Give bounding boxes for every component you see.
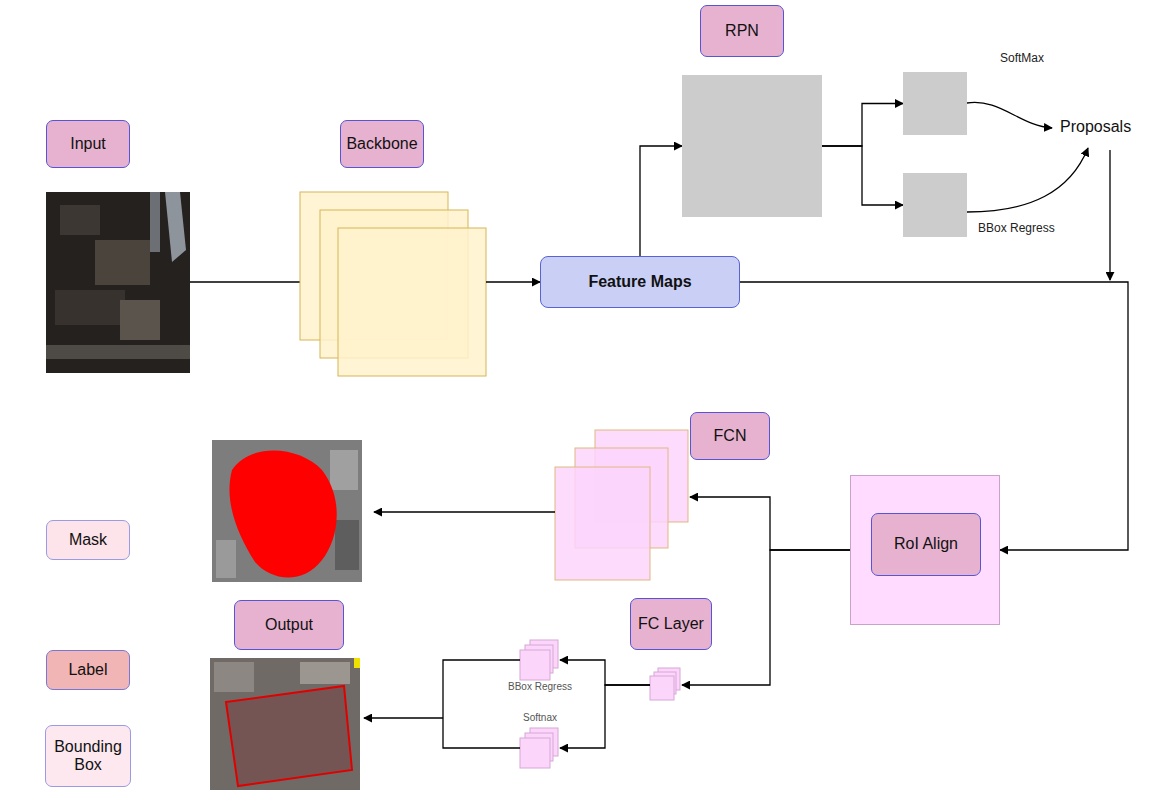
node-text: Backbone xyxy=(340,120,424,168)
proposals-label: Proposals xyxy=(1060,118,1131,136)
node-text: Softnax xyxy=(500,712,580,724)
node-text: Feature Maps xyxy=(588,273,691,291)
fc-sheet xyxy=(650,676,674,700)
node-text: Mask xyxy=(69,531,107,549)
image-building xyxy=(335,520,359,570)
node-text: Input xyxy=(70,135,106,153)
flow-arrow xyxy=(560,660,650,685)
image-building xyxy=(216,540,236,578)
feature-maps-box: Feature Maps xyxy=(540,256,740,308)
mask-blob xyxy=(229,450,336,577)
proposal-arrow xyxy=(967,102,1052,128)
fcn-stack xyxy=(555,430,688,580)
bbox-regress-block: BBox Regress xyxy=(903,173,967,237)
backbone-block: Backbone xyxy=(300,192,486,376)
image-patch xyxy=(120,300,160,340)
bbox-regress-stack xyxy=(520,640,558,680)
flow-arrow xyxy=(640,146,682,256)
image-patch xyxy=(60,205,100,235)
output-arrow xyxy=(364,717,443,718)
fc-layer-block: FC Layer xyxy=(650,668,682,702)
output-merge-line xyxy=(443,660,520,748)
flow-arrow xyxy=(486,281,540,282)
backbone-stack xyxy=(300,192,486,376)
proposal-arrow xyxy=(967,148,1088,212)
flow-arrow xyxy=(560,685,650,748)
flow-arrow xyxy=(690,497,850,550)
softmax-head: Softnax xyxy=(520,728,560,768)
mask-legend-box: Mask xyxy=(46,520,130,560)
head-sheet xyxy=(520,738,550,768)
image-mark xyxy=(354,658,360,668)
image-building xyxy=(300,662,350,684)
image-road xyxy=(46,345,190,359)
mask-image xyxy=(212,440,362,582)
rpn-block: RPN xyxy=(682,75,822,217)
bbox-regress-head: BBox Regress xyxy=(520,640,560,680)
image-structure xyxy=(150,192,160,252)
node-text: Output xyxy=(265,616,313,634)
input-image xyxy=(46,192,190,373)
node-text: BBox Regress xyxy=(978,222,1055,236)
node-text: Label xyxy=(68,661,107,679)
image-patch xyxy=(95,240,150,285)
image-patch xyxy=(55,290,125,325)
node-text: Bounding Box xyxy=(50,738,126,775)
output-label: Output xyxy=(234,600,344,650)
output-image xyxy=(210,658,360,790)
image-building xyxy=(214,662,254,692)
mask-arrow xyxy=(374,511,555,512)
image-ground xyxy=(46,192,190,373)
head-sheet xyxy=(520,650,550,680)
flow-arrow xyxy=(822,146,903,205)
softmax-stack xyxy=(520,728,558,768)
node-text: FCN xyxy=(690,412,770,460)
detection-box xyxy=(226,686,352,786)
feature-sheet xyxy=(338,228,486,376)
bounding-box-legend-box: Bounding Box xyxy=(45,725,131,787)
label-legend-box: Label xyxy=(46,650,130,690)
input-label: Input xyxy=(46,120,130,168)
image-ground xyxy=(210,658,360,790)
node-text: FC Layer xyxy=(630,598,712,650)
node-text: BBox Regress xyxy=(500,681,580,693)
fcn-block: FCN xyxy=(555,430,690,580)
roi-align-block: RoI Align xyxy=(850,475,1000,625)
image-ground xyxy=(212,440,362,582)
proposal-down-arrow xyxy=(1109,150,1110,280)
flow-arrow xyxy=(822,104,903,147)
image-structure xyxy=(165,192,186,262)
softmax-block: SoftMax xyxy=(903,72,967,135)
node-text: SoftMax xyxy=(1000,52,1044,66)
node-text: RPN xyxy=(700,5,784,57)
feature-sheet xyxy=(555,467,650,580)
image-building xyxy=(330,450,358,490)
node-text: RoI Align xyxy=(871,513,981,576)
input-line xyxy=(190,281,300,282)
fc-stack xyxy=(650,668,680,700)
